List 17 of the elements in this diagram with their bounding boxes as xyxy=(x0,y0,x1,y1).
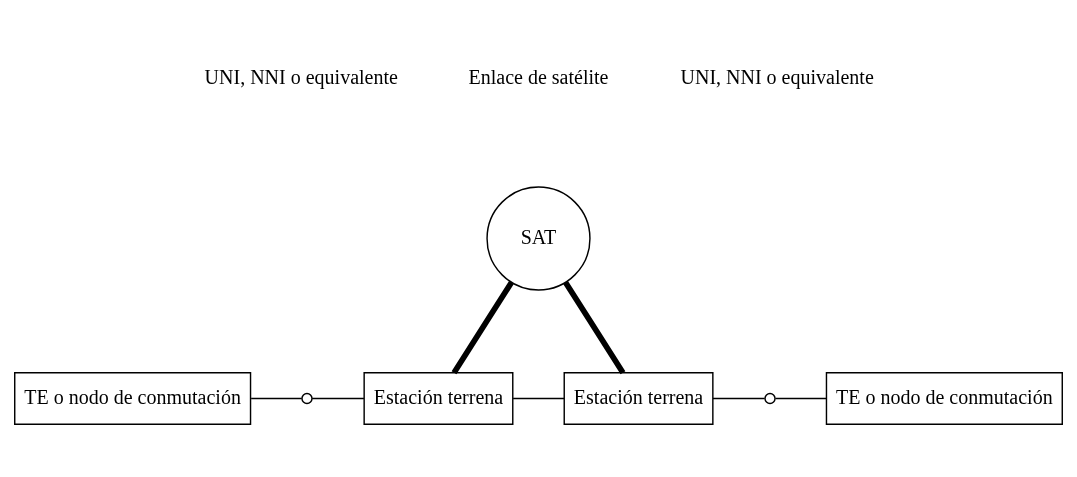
connector xyxy=(712,397,766,400)
node-box: TE o nodo de conmutación xyxy=(825,372,1063,425)
connector xyxy=(250,397,303,400)
connector xyxy=(451,280,514,375)
node-circle xyxy=(764,392,776,405)
label: Enlace de satélite xyxy=(468,65,609,88)
connector xyxy=(774,397,827,400)
connector xyxy=(311,397,365,400)
connector xyxy=(563,280,626,375)
node-box: Estación terrena xyxy=(563,372,714,425)
node-box: TE o nodo de conmutación xyxy=(14,372,252,425)
node-box: Estación terrena xyxy=(363,372,514,425)
label: UNI, NNI o equivalente xyxy=(204,65,398,88)
connector xyxy=(512,397,565,400)
label: UNI, NNI o equivalente xyxy=(680,65,874,88)
node-circle xyxy=(301,392,313,405)
node-circle: SAT xyxy=(486,186,591,291)
